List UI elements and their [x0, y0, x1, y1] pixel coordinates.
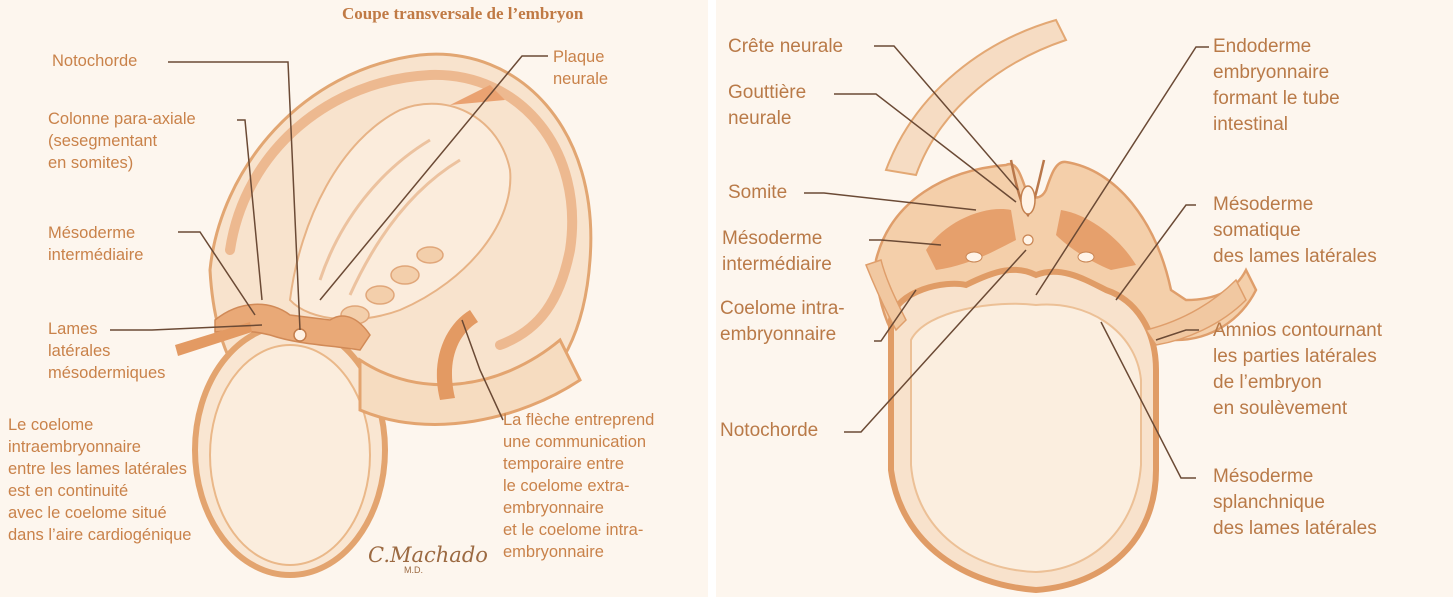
artist-signature-md: M.D. [404, 565, 423, 575]
label-somite: Somite [728, 180, 787, 206]
label-mesoderme-intermediaire: Mésoderme intermédiaire [48, 222, 143, 266]
panel-divider [708, 0, 716, 597]
left-diagram-panel: Coupe transversale de l’embryon Notochor… [0, 0, 708, 597]
label-plaque-neurale: Plaque neurale [553, 46, 608, 90]
label-mesoderme-splanchnique: Mésoderme splanchnique des lames latéral… [1213, 464, 1377, 542]
label-colonne-para-axiale: Colonne para-axiale (sesegmentant en som… [48, 108, 196, 174]
label-mesoderme-intermediaire: Mésoderme intermédiaire [722, 226, 832, 278]
label-coelome-intra: Coelome intra- embryonnaire [720, 296, 845, 348]
notochord [294, 329, 306, 341]
label-crete-neurale: Crête neurale [728, 34, 843, 60]
label-endoderme: Endoderme embryonnaire formant le tube i… [1213, 34, 1340, 138]
label-fleche-note: La flèche entreprend une communication t… [503, 409, 654, 563]
notochord [1023, 235, 1033, 245]
right-diagram-panel: Crête neurale Gouttière neurale Somite M… [716, 0, 1453, 597]
page-title: Coupe transversale de l’embryon [342, 4, 583, 24]
label-notochorde: Notochorde [52, 50, 137, 72]
artist-signature: C.Machado [368, 543, 488, 567]
label-gouttiere-neurale: Gouttière neurale [728, 80, 806, 132]
label-amnios: Amnios contournant les parties latérales… [1213, 318, 1382, 422]
label-mesoderme-somatique: Mésoderme somatique des lames latérales [1213, 192, 1377, 270]
label-coelome-note: Le coelome intraembryonnaire entre les l… [8, 414, 191, 546]
label-lames-laterales: Lames latérales mésodermiques [48, 318, 165, 384]
amnion-upper [886, 20, 1066, 175]
label-notochorde: Notochorde [720, 418, 818, 444]
